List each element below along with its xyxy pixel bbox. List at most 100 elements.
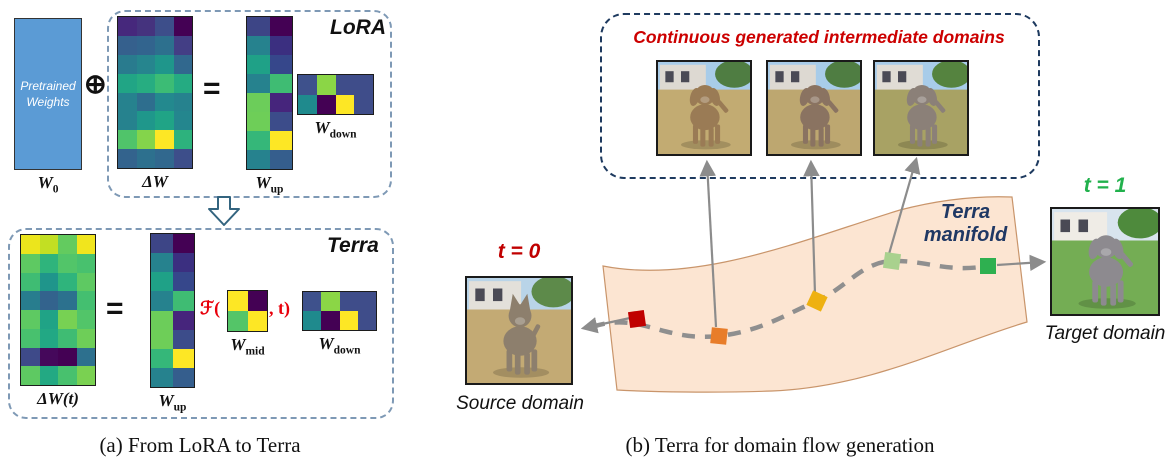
matrix-cell [21, 328, 40, 348]
matrix-cell [21, 366, 40, 385]
matrix-cell [172, 234, 194, 254]
matrix-cell [303, 311, 322, 330]
pretrained-weights-block: Pretrained Weights W0 [14, 18, 82, 195]
matrix-cell [21, 291, 40, 310]
matrix-cell [58, 253, 77, 273]
arrow-to-intermediate-2 [803, 159, 820, 295]
matrix-cell [39, 328, 58, 348]
matrix-cell [76, 235, 95, 254]
function-open-text: ℱ( [200, 298, 221, 318]
matrix-cell [76, 366, 95, 385]
matrix-cell [173, 73, 192, 93]
lora-box-title: LoRA [330, 16, 386, 39]
w-up-label: Wup [255, 173, 284, 196]
matrix-cell [269, 74, 292, 93]
matrix-cell [172, 272, 194, 292]
matrix-cell [247, 131, 270, 150]
photo-art [1052, 209, 1158, 314]
matrix-cell [269, 112, 292, 131]
matrix-cell [247, 36, 270, 55]
matrix-cell [136, 92, 155, 112]
w-down-grid-terra [302, 291, 377, 331]
matrix-cell [136, 111, 155, 131]
matrix-cell [339, 292, 358, 311]
matrix-cell [151, 348, 173, 368]
target-domain-image [1050, 207, 1160, 316]
matrix-cell [58, 328, 77, 348]
delta-w-label: ΔW [142, 172, 168, 191]
delta-w-t-label: ΔW(t) [37, 389, 79, 408]
matrix-cell [354, 94, 373, 114]
matrix-cell [151, 291, 173, 311]
matrix-cell [136, 17, 155, 36]
delta-w-grid [117, 16, 193, 169]
terra-box-title: Terra [327, 234, 379, 257]
matrix-cell [136, 73, 155, 93]
matrix-cell [151, 310, 173, 330]
matrix-cell [339, 311, 358, 330]
matrix-cell [172, 329, 194, 349]
matrix-cell [316, 75, 336, 95]
intermediate-domains-title: Continuous generated intermediate domain… [633, 27, 1005, 47]
matrix-cell [76, 272, 95, 292]
photo-art [768, 62, 860, 154]
matrix-cell [151, 272, 173, 292]
matrix-cell [21, 347, 40, 367]
matrix-cell [335, 94, 355, 114]
matrix-cell [58, 272, 77, 292]
oplus-symbol: ⊕ [84, 69, 107, 99]
matrix-cell [173, 54, 192, 74]
w-up-label-terra: Wup [158, 391, 187, 414]
matrix-cell [136, 149, 155, 168]
t1-label: t = 1 [1083, 174, 1127, 197]
matrix-cell [39, 272, 58, 292]
matrix-cell [298, 75, 317, 95]
matrix-cell [247, 150, 270, 169]
matrix-cell [151, 253, 173, 273]
matrix-cell [316, 94, 336, 114]
matrix-cell [269, 131, 292, 150]
animal-silhouette [906, 85, 946, 147]
matrix-cell [173, 92, 192, 112]
marker-t025 [710, 327, 728, 345]
matrix-cell [247, 74, 270, 93]
matrix-cell [228, 311, 248, 331]
matrix-cell [21, 310, 40, 329]
matrix-cell [58, 366, 77, 385]
matrix-cell [269, 17, 292, 36]
matrix-cell [321, 311, 340, 330]
matrix-cell [21, 253, 40, 273]
w-down-label: Wdown [314, 118, 357, 141]
matrix-cell [247, 93, 270, 112]
matrix-cell [136, 35, 155, 55]
matrix-cell [155, 35, 174, 55]
matrix-cell [76, 253, 95, 273]
matrix-cell [39, 310, 58, 329]
equals-sign-top: = [203, 72, 221, 105]
w-mid-grid [227, 290, 268, 332]
w-down-matrix: Wdown [297, 74, 374, 140]
matrix-cell [118, 73, 137, 93]
w-mid-matrix: Wmid [227, 290, 268, 357]
delta-w-t-matrix: ΔW(t) [20, 234, 96, 409]
matrix-cell [118, 111, 137, 131]
marker-t0 [627, 309, 647, 329]
matrix-cell [76, 291, 95, 310]
matrix-cell [118, 149, 137, 168]
caption-a: (a) From LoRA to Terra [99, 433, 301, 457]
photo-art [875, 62, 967, 154]
domain-flow-dashed-path [591, 258, 989, 340]
matrix-cell [76, 310, 95, 329]
w-mid-label: Wmid [230, 335, 265, 358]
matrix-cell [357, 292, 376, 311]
matrix-cell [76, 347, 95, 367]
arrow-to-intermediate-1 [699, 159, 718, 328]
matrix-cell [155, 130, 174, 150]
arrow-to-target [996, 254, 1047, 272]
equals-sign-bottom: = [106, 292, 124, 325]
w-down-matrix-terra: Wdown [302, 291, 377, 356]
pretrained-weights-text: Pretrained Weights [20, 78, 76, 109]
matrix-cell [58, 347, 77, 367]
intermediate-domains-box [600, 13, 1040, 179]
